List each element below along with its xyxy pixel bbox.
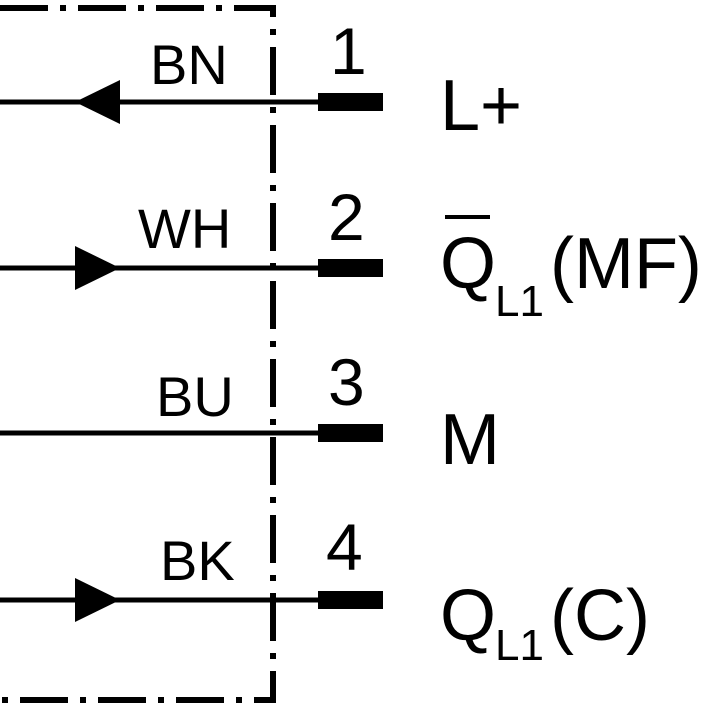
signal-4-sub: L1 — [495, 621, 544, 670]
wire-color-1: BN — [150, 33, 228, 96]
signal-4-suffix: (C) — [550, 576, 650, 656]
pin-3: BU 3 M — [0, 345, 500, 480]
signal-4-main: Q — [440, 576, 496, 656]
pin-1: BN 1 L+ — [0, 14, 522, 146]
wire-color-4: BK — [160, 529, 235, 592]
housing-boundary — [0, 5, 276, 703]
signal-3: M — [440, 400, 500, 480]
terminal-3 — [318, 424, 383, 442]
pin-number-2: 2 — [328, 180, 365, 254]
pin-number-4: 4 — [326, 510, 363, 584]
wire-color-2: WH — [138, 197, 231, 260]
arrow-in-icon — [75, 80, 120, 124]
signal-1: L+ — [440, 66, 522, 146]
wire-color-3: BU — [156, 365, 234, 428]
terminal-4 — [318, 591, 383, 609]
pin-number-3: 3 — [328, 345, 365, 419]
signal-2-suffix: (MF) — [550, 224, 702, 304]
pin-4: BK 4 Q L1 (C) — [0, 510, 650, 670]
signal-2-main: Q — [440, 224, 496, 304]
arrow-out-icon — [75, 578, 120, 622]
terminal-1 — [318, 93, 383, 111]
terminal-2 — [318, 259, 383, 277]
arrow-out-icon — [75, 246, 120, 290]
pin-number-1: 1 — [330, 14, 367, 88]
pin-2: WH 2 Q L1 (MF) — [0, 180, 702, 326]
signal-2-sub: L1 — [495, 277, 544, 326]
